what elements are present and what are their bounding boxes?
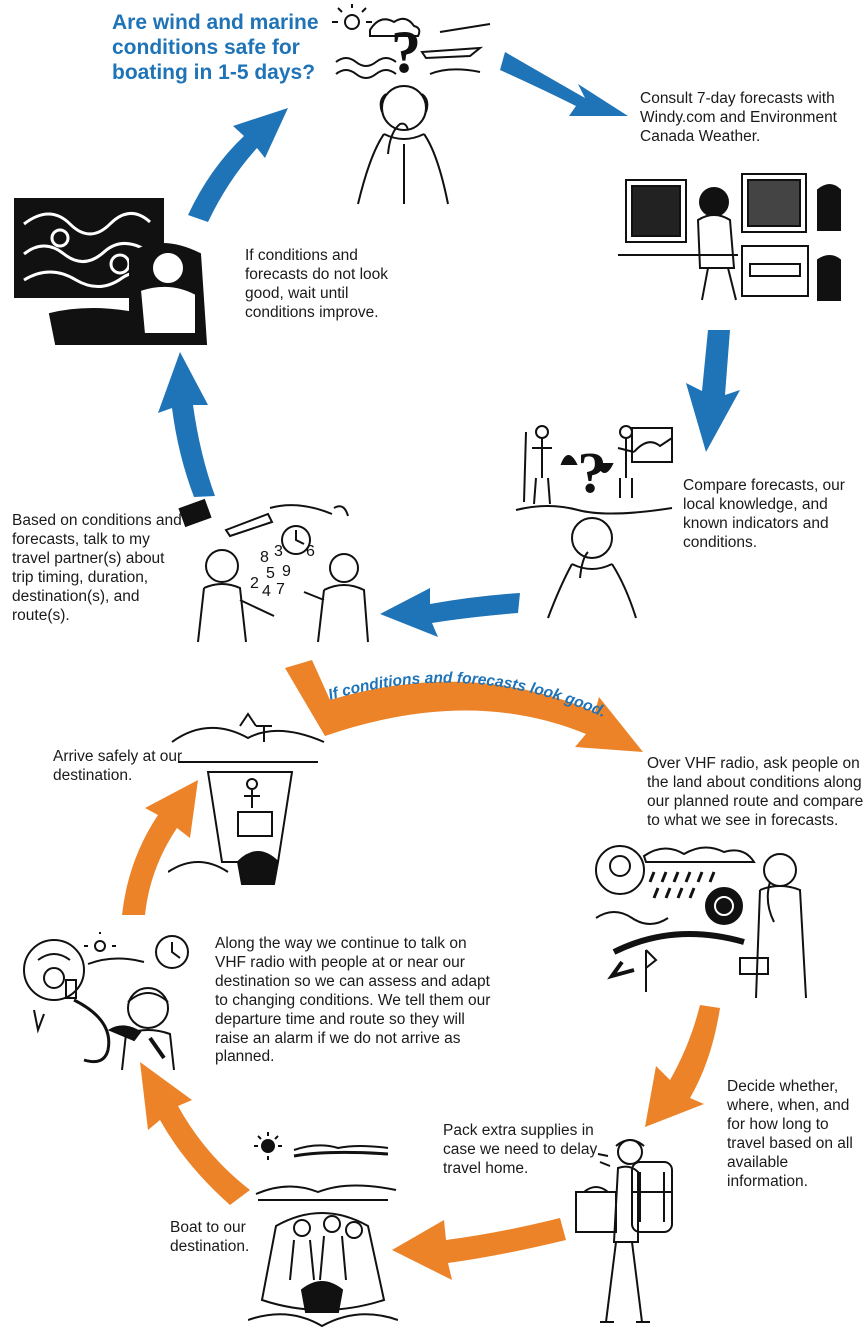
step-decide-text: Decide whether, where, when, and for how…	[727, 1078, 853, 1190]
svg-text:?: ?	[391, 19, 421, 85]
svg-text:?: ?	[578, 440, 607, 505]
computer-desk-illustration	[618, 173, 841, 301]
orange-arrow-look-good	[285, 660, 643, 752]
svg-text:6: 6	[306, 543, 315, 560]
vhf-radio-illustration	[595, 845, 807, 999]
step-talk-text: Based on conditions and forecasts, talk …	[12, 512, 182, 624]
step-pack-text: Pack extra supplies in case we need to d…	[443, 1122, 598, 1177]
orange-arrow-to-along-way	[140, 1062, 250, 1205]
svg-text:4: 4	[262, 583, 271, 600]
arrive-destination-illustration	[168, 712, 325, 885]
step-along-way-text: Along the way we continue to talk on VHF…	[215, 935, 491, 1066]
blue-arrow-to-talk	[380, 588, 520, 637]
along-the-way-illustration	[23, 932, 189, 1071]
blue-arrow-to-compare	[686, 330, 740, 452]
step-vhf-text: Over VHF radio, ask people on the land a…	[647, 755, 864, 829]
compare-knowledge-illustration: ?	[515, 425, 673, 619]
step-wait-text: If conditions and forecasts do not look …	[245, 247, 389, 321]
svg-text:7: 7	[276, 581, 285, 598]
numbers-scatter: 8 3 5 9 6 2 4 7	[250, 543, 315, 600]
page-title: Are wind and marine conditions safe for …	[112, 11, 319, 85]
orange-arrow-to-decide	[645, 1005, 720, 1127]
blue-arrow-to-wait	[158, 352, 215, 497]
thinking-person-question-illustration: ?	[332, 4, 491, 205]
step-compare-text: Compare forecasts, our local knowledge, …	[683, 477, 845, 551]
boat-travel-illustration	[248, 1132, 398, 1328]
waiting-window-illustration	[14, 198, 208, 345]
blue-arrow-to-consult	[500, 52, 628, 116]
svg-text:2: 2	[250, 575, 259, 592]
step-consult-text: Consult 7-day forecasts with Windy.com a…	[640, 90, 837, 145]
orange-arrow-to-boat	[392, 1218, 566, 1280]
svg-text:9: 9	[282, 563, 291, 580]
backpacker-illustration	[575, 1139, 673, 1323]
step-arrive-text: Arrive safely at our destination.	[53, 748, 183, 784]
orange-arrow-to-arrive	[122, 780, 198, 915]
travel-partner-illustration: 8 3 5 9 6 2 4 7	[178, 498, 369, 643]
svg-text:8: 8	[260, 549, 269, 566]
svg-text:3: 3	[274, 543, 283, 560]
step-boat-text: Boat to our destination.	[170, 1219, 250, 1255]
svg-text:5: 5	[266, 565, 275, 582]
blue-arrow-to-question	[188, 108, 288, 222]
